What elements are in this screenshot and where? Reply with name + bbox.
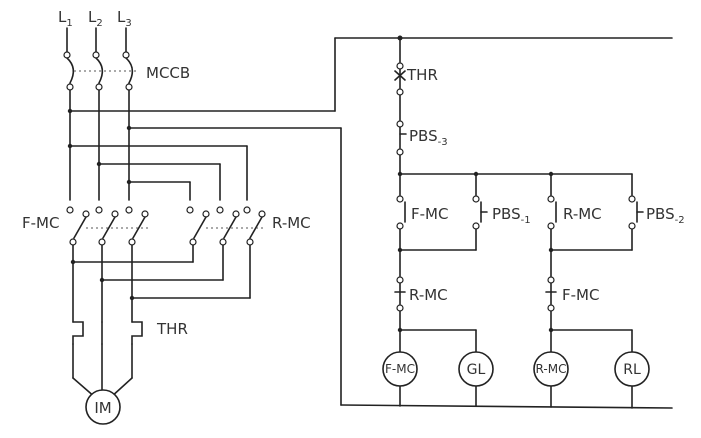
gl-lamp-label: GL <box>467 362 486 378</box>
pbs3-label: PBS-3 <box>409 127 448 148</box>
fmc-coil <box>382 351 418 387</box>
pbs3-stop-button <box>396 94 407 175</box>
pbs2-reverse-button <box>628 173 644 251</box>
rmc-coil-label: R-MC <box>536 362 567 376</box>
thr-contact-label: THR <box>406 66 438 84</box>
rl-lamp-label: RL <box>623 362 641 378</box>
rmc-holding-label: R-MC <box>563 205 602 223</box>
fmc-label: F-MC <box>22 214 59 232</box>
motor-label: IM <box>94 399 111 417</box>
rmc-interlock-contact <box>394 249 406 331</box>
motor-feed-wiring <box>70 244 251 323</box>
gl-lamp <box>458 351 494 387</box>
fmc-interlock-contact <box>545 249 557 331</box>
phase-label-l3: L3 <box>117 8 132 29</box>
phase-label-l1: L1 <box>58 8 73 29</box>
motor-symbol <box>85 389 121 425</box>
control-supply-wiring <box>334 35 673 409</box>
fmc-holding-contact <box>396 173 406 251</box>
mccb-breaker <box>63 51 136 91</box>
fmc-holding-label: F-MC <box>411 205 448 223</box>
thr-nc-contact <box>394 37 406 96</box>
phase-label-l2: L2 <box>88 8 103 29</box>
power-bus-wiring <box>67 108 342 201</box>
thr-heater-elements <box>72 321 143 399</box>
pbs1-forward-button <box>472 173 488 251</box>
fmc-interlock-label: F-MC <box>562 286 599 304</box>
rmc-coil <box>533 351 569 387</box>
branch-bus-mid <box>397 247 633 253</box>
pbs1-label: PBS-1 <box>492 205 531 226</box>
thr-label: THR <box>156 320 188 338</box>
load-bus <box>397 327 633 409</box>
mccb-label: MCCB <box>146 64 190 82</box>
pbs2-label: PBS-2 <box>646 205 685 226</box>
branch-bus-top <box>397 171 633 177</box>
rmc-label: R-MC <box>272 214 311 232</box>
rmc-main-contacts <box>186 206 266 246</box>
fmc-main-contacts <box>66 206 149 246</box>
rl-lamp <box>614 351 650 387</box>
fmc-coil-label: F-MC <box>385 362 415 376</box>
rmc-holding-contact <box>547 173 557 251</box>
phase-lines-mid <box>69 89 130 201</box>
phase-lines-top <box>66 27 127 53</box>
rmc-interlock-label: R-MC <box>409 286 448 304</box>
